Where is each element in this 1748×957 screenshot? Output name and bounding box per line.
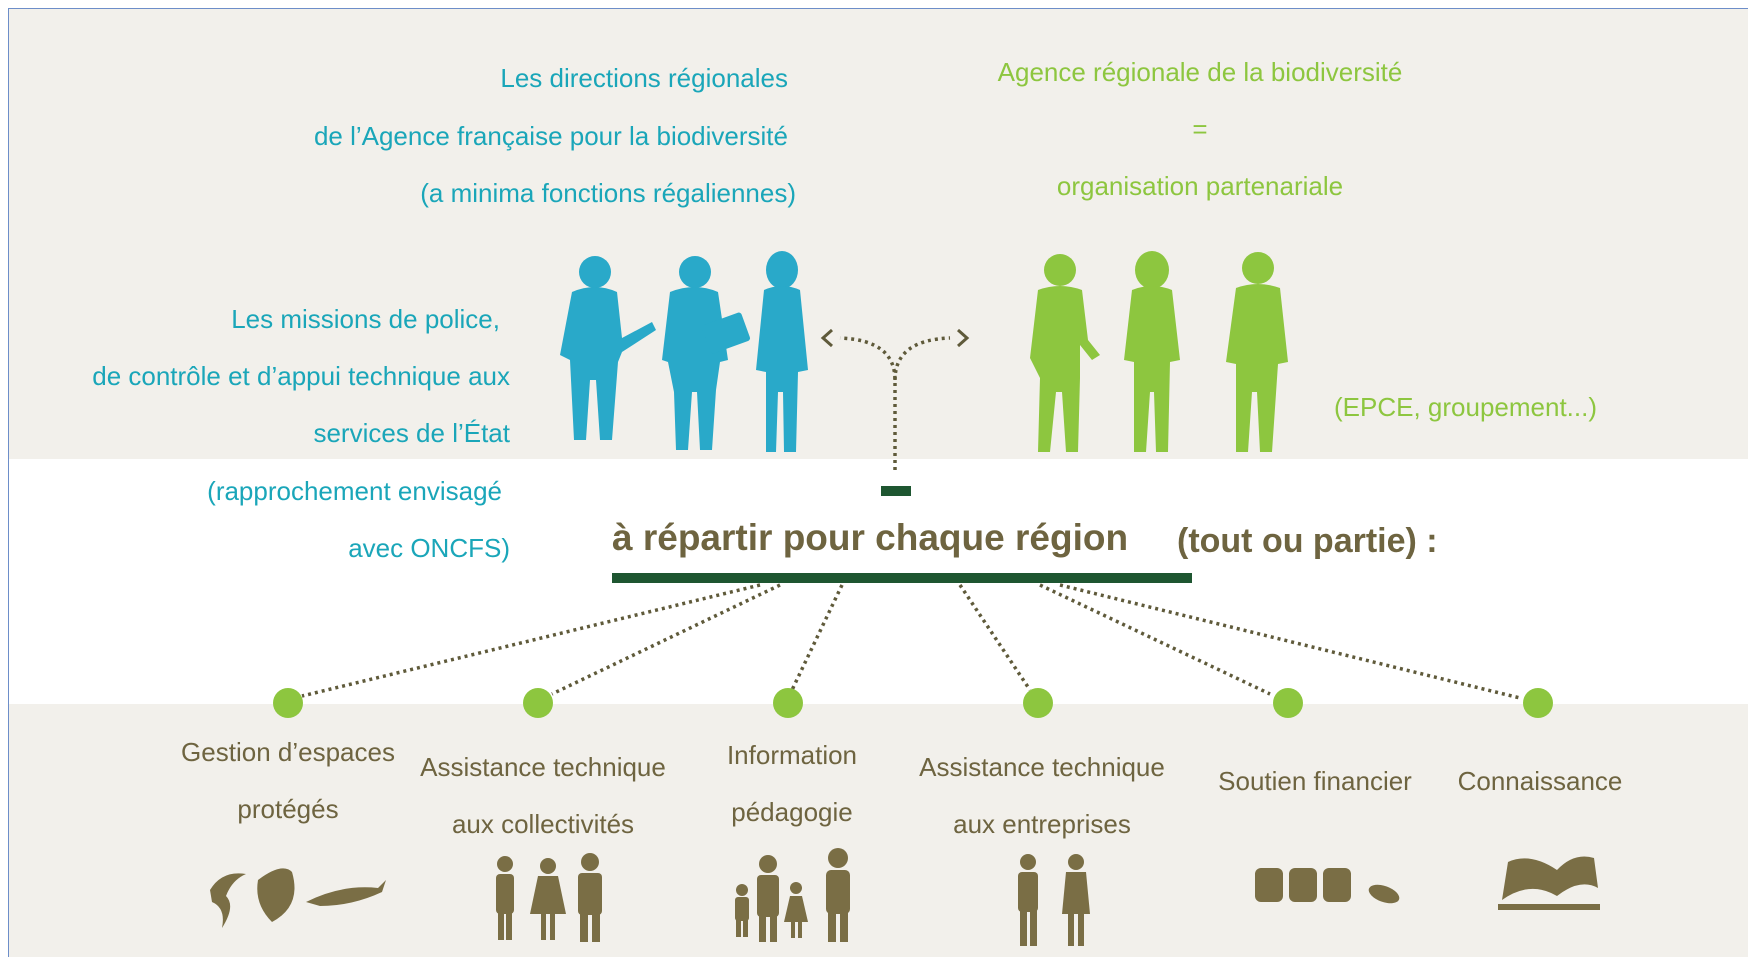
arb-line-3: organisation partenariale bbox=[1056, 171, 1344, 201]
node-gestion bbox=[273, 688, 303, 718]
afb-person-1 bbox=[560, 256, 656, 440]
connector-connaissance bbox=[1059, 583, 1521, 700]
afb-person-3 bbox=[756, 251, 808, 452]
arb-team-silhouettes bbox=[1030, 251, 1288, 452]
arb-person-3 bbox=[1226, 252, 1288, 452]
mission-icons bbox=[210, 848, 1600, 946]
afb-line-3: (a minima fonctions régaliennes) bbox=[420, 178, 796, 208]
top-band bbox=[9, 9, 1748, 459]
police-line-5: avec ONCFS) bbox=[348, 533, 510, 563]
arb-line-1: Agence régionale de la biodiversité bbox=[997, 57, 1403, 87]
arb-note: (EPCE, groupement...) bbox=[1334, 392, 1597, 422]
arb-line-2: = bbox=[1192, 114, 1208, 144]
people-group-icon bbox=[496, 853, 602, 942]
mission-gestion-line-1: Gestion d’espaces bbox=[181, 737, 395, 767]
afb-line-2: de l’Agence française pour la biodiversi… bbox=[313, 121, 788, 151]
split-connector bbox=[839, 336, 951, 470]
node-information bbox=[773, 688, 803, 718]
mission-nodes bbox=[273, 688, 1553, 718]
dolphin-shape bbox=[306, 880, 386, 906]
mission-entreprises-line-2: aux entreprises bbox=[953, 809, 1131, 839]
connector-collectivites bbox=[551, 583, 781, 696]
arrow-right-icon bbox=[957, 328, 970, 348]
headline-suffix: (tout ou partie) : bbox=[1177, 522, 1438, 560]
afb-person-2 bbox=[662, 256, 751, 450]
node-connaissance bbox=[1523, 688, 1553, 718]
node-soutien bbox=[1273, 688, 1303, 718]
police-line-3: services de l’État bbox=[313, 418, 510, 448]
mission-information-line-1: Information bbox=[726, 740, 858, 770]
arb-person-1 bbox=[1030, 254, 1100, 452]
mission-gestion-line-2: protégés bbox=[237, 794, 339, 824]
node-entreprises bbox=[1023, 688, 1053, 718]
split-connector-left-branch bbox=[839, 336, 897, 470]
headline-underline bbox=[612, 573, 1192, 583]
business-people-icon bbox=[1018, 854, 1090, 946]
bird-shape bbox=[210, 873, 246, 928]
bottom-band bbox=[9, 704, 1748, 957]
family-icon bbox=[735, 848, 850, 942]
mission-information-line-2: pédagogie bbox=[731, 797, 853, 827]
mission-entreprises-line-1: Assistance technique bbox=[919, 752, 1165, 782]
connector-entreprises bbox=[958, 584, 1032, 691]
split-arrowheads bbox=[820, 328, 970, 348]
coins-icon bbox=[1255, 868, 1400, 904]
mission-collectivites-line-2: aux collectivités bbox=[451, 809, 635, 839]
arb-person-2 bbox=[1124, 251, 1180, 452]
afb-line-1: Les directions régionales bbox=[500, 63, 788, 93]
afb-team-silhouettes bbox=[560, 251, 808, 452]
police-line-4: (rapprochement envisagé bbox=[207, 476, 502, 506]
node-collectivites bbox=[523, 688, 553, 718]
split-connector-right-branch bbox=[893, 336, 951, 381]
mission-collectivites-line-1: Assistance technique bbox=[420, 752, 666, 782]
mission-connaissance-line-1: Connaissance bbox=[1457, 766, 1623, 796]
wildlife-icon bbox=[210, 868, 386, 928]
police-line-2: de contrôle et d’appui technique aux bbox=[92, 361, 510, 391]
leaf-shape bbox=[257, 868, 295, 922]
mission-connectors bbox=[301, 583, 1521, 700]
frame-border bbox=[8, 8, 1748, 957]
connector-soutien bbox=[1039, 583, 1271, 696]
headline-main: à répartir pour chaque région bbox=[612, 517, 1129, 558]
connector-gestion bbox=[301, 583, 761, 698]
split-anchor-bar bbox=[881, 486, 911, 496]
mission-soutien-line-1: Soutien financier bbox=[1218, 766, 1412, 796]
open-book-icon bbox=[1498, 856, 1600, 910]
connector-information bbox=[790, 584, 844, 691]
police-line-1: Les missions de police, bbox=[231, 304, 500, 334]
arrow-left-icon bbox=[820, 328, 833, 348]
